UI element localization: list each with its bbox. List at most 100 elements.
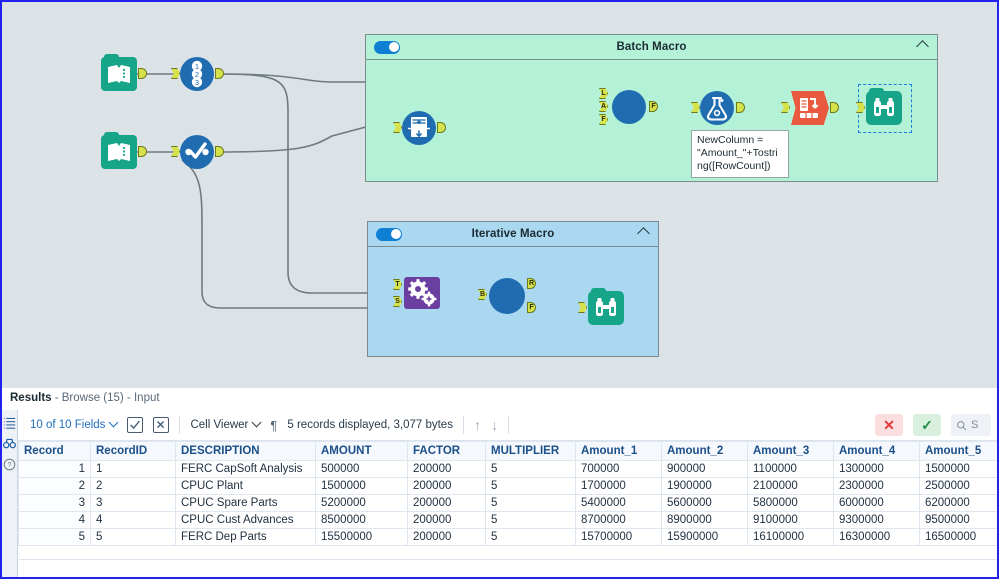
table-cell[interactable]: 1100000 [747,460,834,478]
table-cell[interactable]: 2100000 [747,477,834,495]
tool-browse-1[interactable] [856,88,902,125]
table-cell[interactable]: 5 [485,494,576,512]
output-anchor[interactable] [138,146,147,157]
table-cell[interactable]: 1500000 [919,460,997,478]
table-cell[interactable]: 15500000 [315,528,408,546]
results-side-rail[interactable]: ? [2,410,18,577]
checkbox-x-icon[interactable] [153,417,170,433]
table-cell[interactable]: 6000000 [833,494,920,512]
table-cell[interactable]: 5 [18,528,91,546]
table-cell[interactable]: 200000 [407,460,486,478]
workflow-canvas[interactable]: Batch Macro Iterative Macro [0,0,999,388]
table-cell[interactable]: 8900000 [661,511,748,529]
table-cell[interactable]: 200000 [407,528,486,546]
output-anchor[interactable] [215,68,224,79]
table-cell[interactable]: 3 [90,494,176,512]
table-cell[interactable]: 1900000 [661,477,748,495]
table-cell[interactable]: 1500000 [315,477,408,495]
table-cell[interactable]: 5 [485,460,576,478]
table-cell[interactable]: 9100000 [747,511,834,529]
column-header-description[interactable]: DESCRIPTION [175,441,316,461]
tool-macro-output[interactable]: B R F [478,278,536,314]
chevron-down-icon[interactable] [251,417,262,428]
table-cell[interactable]: FERC Dep Parts [175,528,316,546]
chevron-down-icon[interactable] [108,417,119,428]
table-cell[interactable]: 5 [485,477,576,495]
table-cell[interactable]: 5800000 [747,494,834,512]
table-cell[interactable]: 1700000 [575,477,662,495]
table-cell[interactable]: 700000 [575,460,662,478]
arrow-up-icon[interactable]: ↑ [473,417,481,433]
table-cell[interactable]: 4 [18,511,91,529]
table-cell[interactable]: 900000 [661,460,748,478]
toggle-on-icon[interactable] [376,227,402,241]
tool-join[interactable]: L A F F [599,88,658,125]
table-cell[interactable]: 1 [90,460,176,478]
search-input[interactable]: S [951,414,991,436]
checkbox-checked-icon[interactable] [127,417,144,433]
output-anchor-f[interactable]: F [649,101,658,112]
cell-viewer-selector[interactable]: Cell Viewer [190,417,262,431]
table-cell[interactable]: 2500000 [919,477,997,495]
column-header-amount-5[interactable]: Amount_5 [919,441,997,461]
table-cell[interactable]: 200000 [407,494,486,512]
table-cell[interactable]: 1300000 [833,460,920,478]
table-cell[interactable]: 9300000 [833,511,920,529]
batch-macro-header[interactable]: Batch Macro [366,35,937,60]
table-cell[interactable]: 200000 [407,477,486,495]
table-cell[interactable]: 5 [90,528,176,546]
table-cell[interactable]: 200000 [407,511,486,529]
tool-iterative-gears[interactable]: T S [393,277,440,309]
results-toolbar[interactable]: 10 of 10 Fields Cell Viewer ¶ 5 records … [18,410,997,441]
output-anchor[interactable] [215,146,224,157]
arrow-down-icon[interactable]: ↓ [490,417,498,433]
tool-formula[interactable] [691,91,745,125]
column-header-amount-1[interactable]: Amount_1 [575,441,662,461]
tool-crosstab[interactable] [781,91,839,125]
table-cell[interactable]: 9500000 [919,511,997,529]
table-cell[interactable]: FERC CapSoft Analysis [175,460,316,478]
table-cell[interactable]: 8500000 [315,511,408,529]
column-header-factor[interactable]: FACTOR [407,441,486,461]
table-cell[interactable]: 1 [18,460,91,478]
table-cell[interactable]: 5 [485,528,576,546]
column-header-amount[interactable]: AMOUNT [315,441,408,461]
tool-input-data-2[interactable] [101,132,147,169]
table-cell[interactable]: 16300000 [833,528,920,546]
table-cell[interactable]: 2300000 [833,477,920,495]
output-anchor[interactable] [830,102,839,113]
table-cell[interactable]: 6200000 [919,494,997,512]
column-header-multiplier[interactable]: MULTIPLIER [485,441,576,461]
column-header-record[interactable]: Record [18,441,91,461]
table-cell[interactable]: CPUC Plant [175,477,316,495]
table-cell[interactable]: 8700000 [575,511,662,529]
red-x-icon[interactable]: ✕ [875,414,903,436]
tool-record-id[interactable]: 1 2 3 [171,57,224,91]
tool-select[interactable] [171,135,224,169]
table-cell[interactable]: 500000 [315,460,408,478]
table-cell[interactable]: 2 [18,477,91,495]
fields-selector[interactable]: 10 of 10 Fields [30,417,119,431]
column-header-amount-3[interactable]: Amount_3 [747,441,834,461]
table-cell[interactable]: 3 [18,494,91,512]
output-anchor-r[interactable]: R [527,278,536,289]
column-header-amount-2[interactable]: Amount_2 [661,441,748,461]
tool-browse-2[interactable] [578,288,624,325]
table-cell[interactable]: 5200000 [315,494,408,512]
iterative-macro-header[interactable]: Iterative Macro [368,222,658,247]
output-anchor[interactable] [736,102,745,113]
list-icon[interactable] [3,416,16,429]
table-cell[interactable]: CPUC Spare Parts [175,494,316,512]
binoculars-icon[interactable] [3,437,16,450]
table-cell[interactable]: 16100000 [747,528,834,546]
table-cell[interactable]: 5 [485,511,576,529]
table-cell[interactable]: 16500000 [919,528,997,546]
toggle-on-icon[interactable] [374,40,400,54]
table-cell[interactable]: 5400000 [575,494,662,512]
